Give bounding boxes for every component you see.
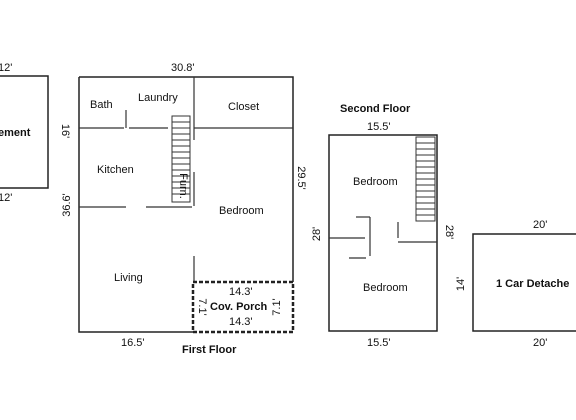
basement-room-label: ement (0, 127, 31, 139)
second-floor-depth-left: 28' (311, 227, 323, 241)
second-floor-depth-right: 28' (443, 225, 455, 239)
room-label-closet: Closet (228, 101, 259, 113)
garage-width-top: 20' (533, 219, 547, 231)
second-floor-title: Second Floor (340, 103, 411, 115)
porch-depth-left: 7.1' (196, 298, 208, 315)
porch-label: Cov. Porch (210, 301, 268, 313)
first-floor-depth-right: 29.5' (295, 166, 307, 190)
second-floor-outline (328, 134, 438, 332)
first-floor-width-top: 30.8' (171, 62, 195, 74)
basement-width-top: 12' (0, 62, 12, 74)
garage-label: 1 Car Detache (496, 278, 569, 290)
garage-plan: 1 Car Detache 20' 20' 14' (455, 219, 576, 349)
porch-width-bottom: 14.3' (229, 316, 253, 328)
second-floor-stairs (415, 136, 436, 222)
first-floor-outline (78, 76, 294, 333)
first-floor-title: First Floor (182, 344, 237, 356)
room-label-bedroom: Bedroom (219, 205, 264, 217)
garage-outline (472, 233, 576, 332)
second-floor-width-top: 15.5' (367, 121, 391, 133)
porch-width-top: 14.3' (229, 286, 253, 298)
first-floor-plan: Bath Laundry Closet Kitchen Furn. Bedroo… (61, 62, 307, 356)
room-label-kitchen: Kitchen (97, 164, 134, 176)
first-floor-stairs (171, 115, 191, 203)
first-floor-depth-left: 36.6' (61, 193, 73, 217)
porch-depth-right: 7.1' (271, 298, 283, 315)
basement-plan: ement 12' 12' 16' (0, 62, 71, 204)
room-label-bath: Bath (90, 99, 113, 111)
first-floor-interior-walls (79, 77, 293, 282)
basement-width-bottom: 12' (0, 192, 12, 204)
covered-porch-outline (191, 280, 295, 334)
room-label-bedroom-lower: Bedroom (363, 282, 408, 294)
basement-outline (0, 75, 49, 189)
basement-depth-label: 16' (59, 124, 71, 138)
first-floor-width-bottom: 16.5' (121, 337, 145, 349)
room-label-bedroom-upper: Bedroom (353, 176, 398, 188)
second-floor-width-bottom: 15.5' (367, 337, 391, 349)
garage-width-bottom: 20' (533, 337, 547, 349)
garage-depth-label: 14' (455, 277, 467, 291)
room-label-living: Living (114, 272, 143, 284)
second-floor-interior-walls (329, 216, 437, 259)
second-floor-plan: Second Floor Bedroom (311, 103, 455, 349)
room-label-furn: Furn. (177, 173, 189, 199)
room-label-laundry: Laundry (138, 92, 178, 104)
